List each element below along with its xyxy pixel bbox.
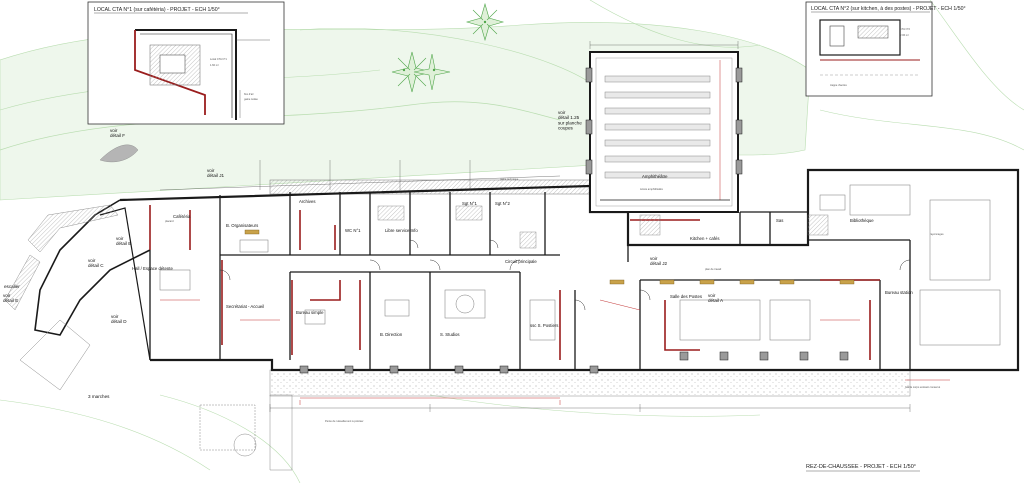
room-libre-service: Libre service Info: [385, 228, 418, 233]
room-organisateurs: B. Organisateurs: [226, 223, 258, 228]
svg-text:2.06 m²: 2.06 m²: [900, 33, 909, 37]
callout-3-marches: 3 marches: [88, 394, 110, 399]
svg-text:gaine isolée: gaine isolée: [244, 97, 258, 101]
room-sgt-2: Sgt N°2: [495, 201, 510, 206]
svg-text:rayonnages: rayonnages: [930, 232, 944, 236]
room-amphitheatre: Amphithéâtre: [642, 174, 668, 179]
inset-left-title: LOCAL CTA N°1 (sur cafétéria) - PROJET -…: [94, 7, 220, 13]
inset-right-title: LOCAL CTA N°2 (sur kitchen, à des postes…: [811, 6, 966, 12]
room-archives: Archives: [299, 199, 315, 204]
room-postiers: ssc S. Postiers: [530, 323, 558, 328]
svg-text:trappe d'accès: trappe d'accès: [830, 83, 847, 87]
room-secretariat: Secrétariat - Accueil: [226, 304, 264, 309]
svg-text:flux d'air: flux d'air: [244, 92, 254, 96]
inset-cta-2: LOCAL CTA N°2 (sur kitchen, à des postes…: [805, 1, 966, 97]
room-salle-postes: Salle des Postes: [670, 294, 702, 299]
room-bibliotheque: Bibliothèque: [850, 218, 874, 223]
svg-text:1.60 m²: 1.60 m²: [210, 63, 219, 67]
room-direction: B. Direction: [380, 332, 403, 337]
svg-text:plan de travail: plan de travail: [705, 267, 722, 271]
tree-symbols: [391, 2, 505, 93]
inset-cta-1: LOCAL CTA N°1 (sur cafétéria) - PROJET -…: [87, 1, 285, 125]
room-bureau-station: Bureau station: [885, 290, 913, 295]
room-sgt-1: Sgt N°1: [462, 201, 477, 206]
drawing-title-block: REZ-DE-CHAUSSEE - PROJET - ECH 1/50°: [806, 464, 920, 472]
room-cafeteria: Cafétéria: [173, 214, 191, 219]
room-circuit: Circuit principale: [505, 259, 537, 264]
room-sas: Sas: [776, 218, 783, 223]
room-bureau-simple: Bureau simple: [296, 310, 324, 315]
svg-text:Garde corps existant conservé: Garde corps existant conservé: [905, 385, 941, 389]
room-studios: S. Studios: [440, 332, 460, 337]
svg-text:CTA N°2: CTA N°2: [900, 27, 910, 31]
room-kitchen: Kitchen + cafés: [690, 236, 720, 241]
svg-text:gaine technique: gaine technique: [500, 177, 519, 181]
svg-text:placard: placard: [165, 219, 174, 223]
svg-text:Local CTA N°1: Local CTA N°1: [210, 57, 227, 61]
svg-text:Pente de ruissellement à préci: Pente de ruissellement à préciser: [325, 419, 364, 423]
callout-escalier: escalier: [4, 284, 20, 289]
building: Pente de ruissellement à préciser Garde …: [4, 41, 1020, 423]
room-hall: Hall / Espace détente: [132, 266, 173, 271]
drawing-title: REZ-DE-CHAUSSEE - PROJET - ECH 1/50°: [806, 464, 916, 470]
svg-text:Accès amphithéâtre: Accès amphithéâtre: [640, 187, 663, 191]
room-labels: Cafétéria B. Organisateurs Archives WC N…: [132, 174, 913, 337]
room-wc: WC N°1: [345, 228, 361, 233]
